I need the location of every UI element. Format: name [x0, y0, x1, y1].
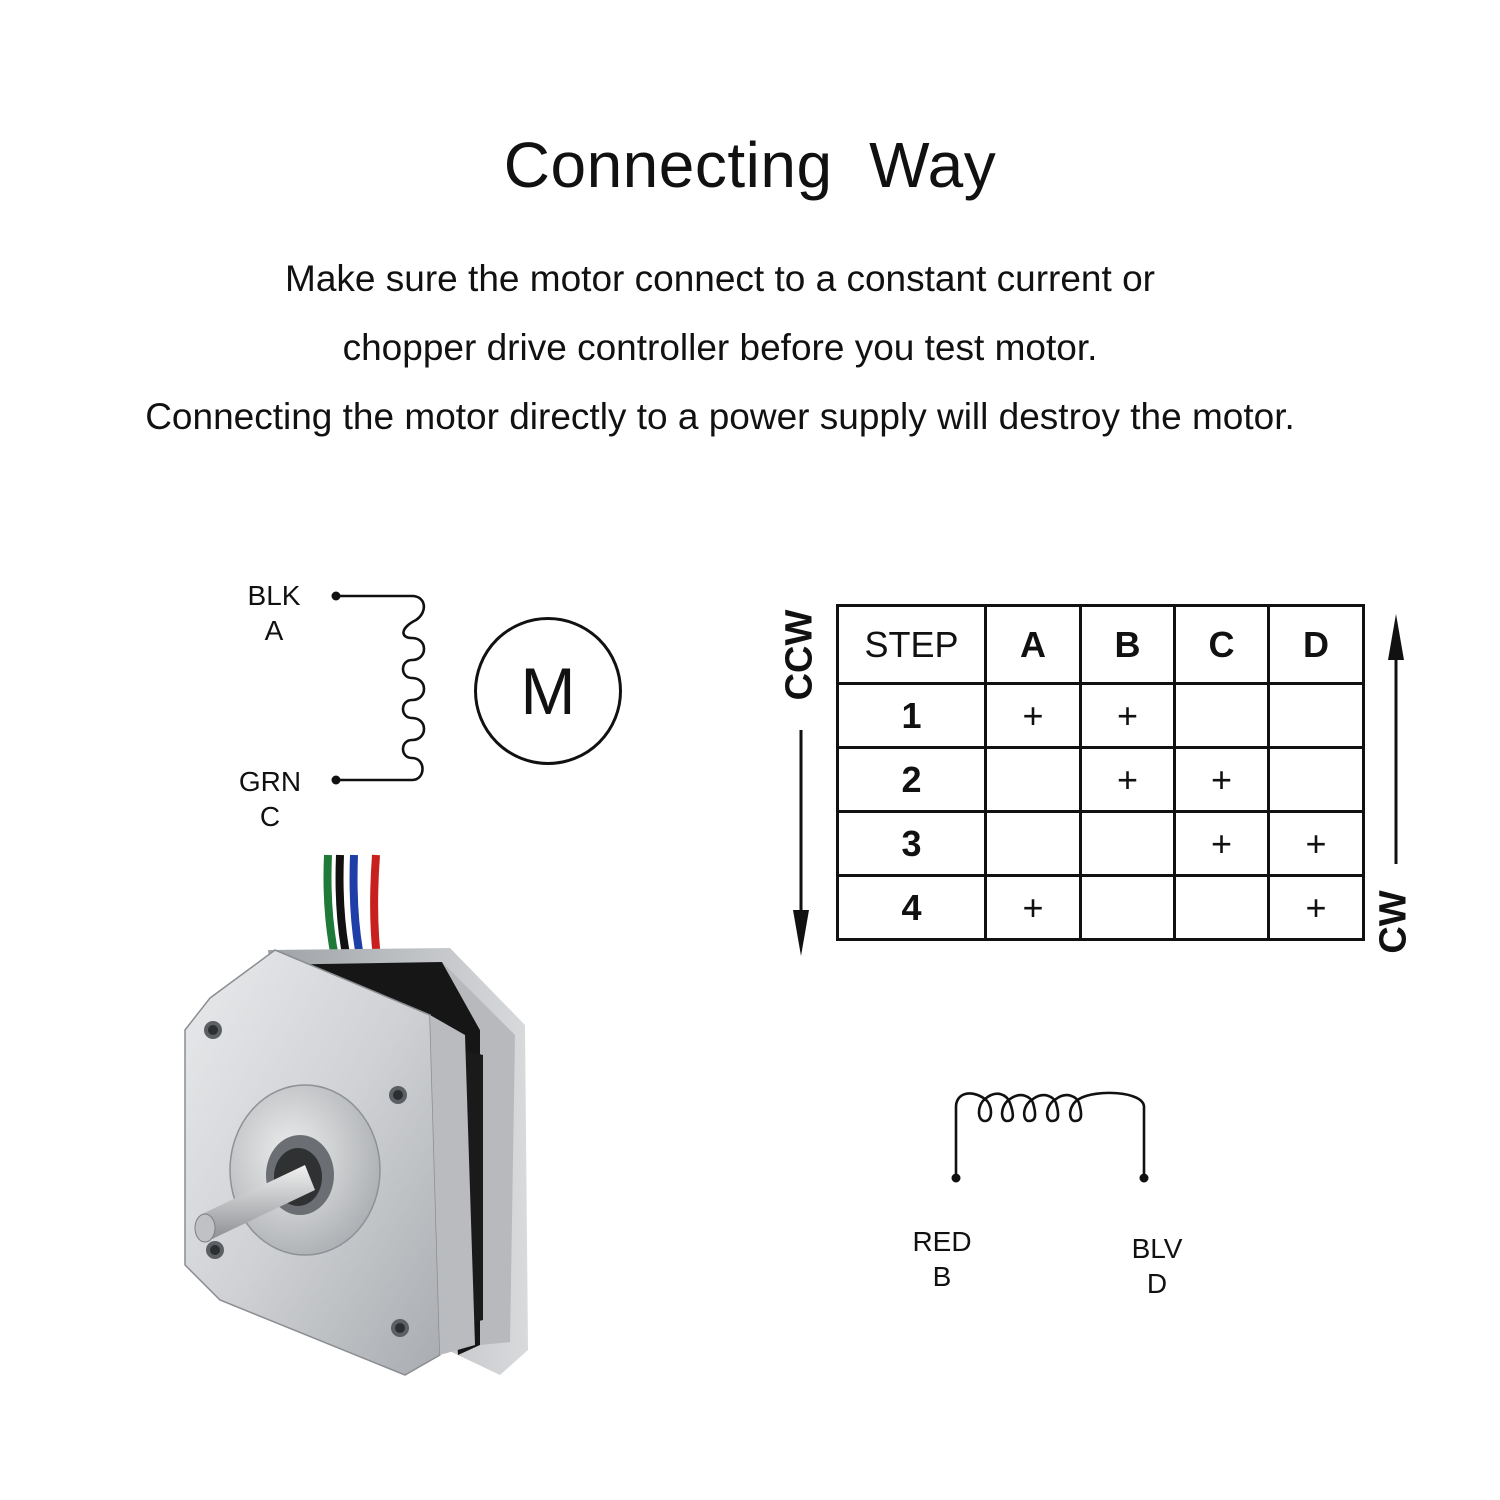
step-number: 1	[836, 682, 987, 749]
coil-a-top-label: BLK A	[234, 578, 314, 648]
cell-a: +	[984, 682, 1082, 749]
header-step: STEP	[836, 604, 987, 685]
cell-b: +	[1079, 746, 1176, 813]
phase-letter-c: C	[259, 801, 281, 832]
instruction-line-1: Make sure the motor connect to a constan…	[285, 258, 1155, 299]
step-sequence-table: STEP A B C D 1 + + 2 + + 3 + + 4 + +	[836, 604, 1365, 941]
header-a: A	[984, 604, 1082, 685]
cell-d: +	[1267, 874, 1365, 941]
coil-b-right-label: BLV D	[1115, 1231, 1199, 1301]
cw-label: CW	[1372, 890, 1415, 954]
arrow-up-icon	[1388, 614, 1404, 864]
coil-a-bottom-label: GRN C	[230, 764, 310, 834]
table-header-row: STEP A B C D	[836, 604, 1365, 685]
cell-c	[1173, 874, 1270, 941]
header-b: B	[1079, 604, 1176, 685]
page-title: Connecting Way	[503, 129, 997, 201]
table-row: 4 + +	[836, 874, 1365, 941]
header-d: D	[1267, 604, 1365, 685]
motor-symbol: M	[474, 617, 622, 765]
ccw-label: CCW	[778, 609, 821, 701]
wire-color-blk: BLK	[247, 580, 301, 611]
step-number: 4	[836, 874, 987, 941]
cell-c: +	[1173, 746, 1270, 813]
coil-icon	[331, 591, 426, 785]
instruction-line-2: chopper drive controller before you test…	[342, 327, 1098, 368]
wire-color-blv: BLV	[1131, 1233, 1183, 1264]
cell-a: +	[984, 874, 1082, 941]
table-row: 3 + +	[836, 810, 1365, 877]
stepper-motor-icon	[184, 854, 528, 1376]
cell-d	[1267, 746, 1365, 813]
cell-c	[1173, 682, 1270, 749]
cell-c: +	[1173, 810, 1270, 877]
coil-icon	[951, 1091, 1149, 1183]
cell-b: +	[1079, 682, 1176, 749]
step-number: 3	[836, 810, 987, 877]
table-row: 2 + +	[836, 746, 1365, 813]
phase-letter-d: D	[1146, 1268, 1168, 1299]
phase-letter-b: B	[932, 1261, 952, 1292]
table-row: 1 + +	[836, 682, 1365, 749]
cell-d	[1267, 682, 1365, 749]
wire-color-red: RED	[912, 1226, 972, 1257]
instruction-line-3: Connecting the motor directly to a power…	[145, 396, 1295, 437]
arrow-down-icon	[793, 730, 809, 956]
cell-a	[984, 810, 1082, 877]
cell-a	[984, 746, 1082, 813]
header-c: C	[1173, 604, 1270, 685]
cell-b	[1079, 874, 1176, 941]
wire-color-grn: GRN	[238, 766, 302, 797]
coil-b-left-label: RED B	[900, 1224, 984, 1294]
step-number: 2	[836, 746, 987, 813]
cell-d: +	[1267, 810, 1365, 877]
cell-b	[1079, 810, 1176, 877]
phase-letter-a: A	[264, 615, 284, 646]
